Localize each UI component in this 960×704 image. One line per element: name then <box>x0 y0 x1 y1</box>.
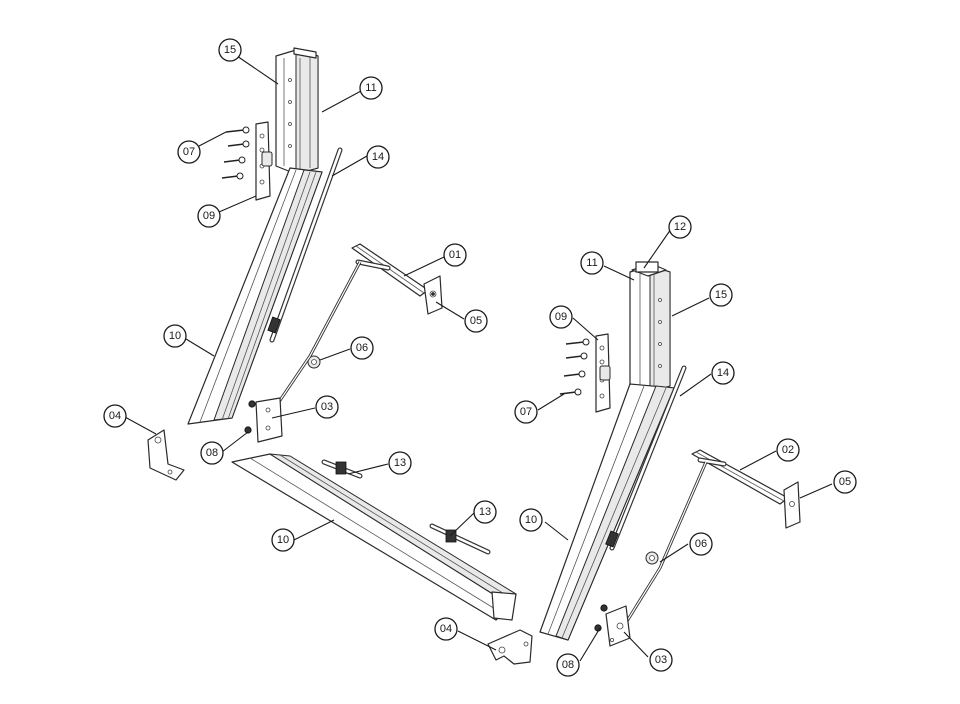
svg-text:04: 04 <box>109 410 121 422</box>
svg-text:08: 08 <box>206 447 218 459</box>
callout-03-right: 03 <box>649 648 673 672</box>
callout-05-right: 05 <box>833 470 857 494</box>
callout-05-left: 05 <box>464 309 488 333</box>
svg-text:15: 15 <box>715 289 727 301</box>
svg-text:09: 09 <box>555 311 567 323</box>
svg-text:08: 08 <box>562 659 574 671</box>
svg-text:11: 11 <box>365 82 376 94</box>
callout-15-right: 15 <box>709 283 733 307</box>
end-plate-05-left <box>423 275 443 315</box>
rail-right <box>539 383 675 641</box>
svg-text:15: 15 <box>224 44 236 56</box>
bracket-plate-right <box>595 333 611 413</box>
knob-06-right <box>645 551 659 565</box>
svg-text:14: 14 <box>717 367 729 379</box>
right-assembly <box>539 261 801 647</box>
left-assembly <box>147 47 443 481</box>
plate-03-right <box>605 605 631 647</box>
callout-08-left: 08 <box>200 441 224 465</box>
callout-14-left: 14 <box>366 145 390 169</box>
svg-text:10: 10 <box>277 534 289 546</box>
end-plate-05-right <box>783 481 801 529</box>
svg-text:01: 01 <box>449 249 461 261</box>
rail-left-upper <box>187 167 323 425</box>
callout-10-right: 10 <box>519 508 543 532</box>
svg-text:12: 12 <box>674 221 686 233</box>
callout-09-right: 09 <box>549 305 573 329</box>
svg-text:05: 05 <box>839 476 851 488</box>
strut-rod-left <box>267 147 343 343</box>
leader-lines <box>124 55 833 662</box>
svg-text:10: 10 <box>169 330 181 342</box>
svg-text:10: 10 <box>525 514 537 526</box>
callout-08-right: 08 <box>556 653 580 677</box>
svg-text:03: 03 <box>321 401 333 413</box>
callout-13-lower: 13 <box>473 500 497 524</box>
callouts: 15 11 07 14 09 01 05 10 06 03 04 08 13 1… <box>103 38 857 677</box>
knob-06-left <box>307 355 321 369</box>
callout-11-right: 11 <box>580 251 604 275</box>
callout-06-right: 06 <box>689 532 713 556</box>
callout-04-center: 04 <box>434 617 458 641</box>
foot-bracket-04-center <box>487 629 533 665</box>
svg-text:07: 07 <box>520 406 532 418</box>
strut-rod-right <box>605 365 687 551</box>
svg-text:09: 09 <box>203 210 215 222</box>
svg-text:11: 11 <box>586 257 597 269</box>
callout-11-left: 11 <box>359 76 383 100</box>
bracket-plate-left <box>255 121 273 201</box>
callout-06-left: 06 <box>350 336 374 360</box>
callout-03-left: 03 <box>315 395 339 419</box>
callout-15-left: 15 <box>218 38 242 62</box>
callout-02: 02 <box>776 438 800 462</box>
svg-text:07: 07 <box>183 146 195 158</box>
svg-text:14: 14 <box>372 151 384 163</box>
callout-04-left: 04 <box>103 404 127 428</box>
callout-07-left: 07 <box>177 140 201 164</box>
svg-text:04: 04 <box>440 623 452 635</box>
pin-13-lower <box>429 523 491 555</box>
upright-post-left <box>275 47 319 175</box>
nuts-08-left <box>244 400 256 434</box>
nuts-08-right <box>594 604 608 632</box>
upright-post-right <box>629 261 671 393</box>
svg-text:06: 06 <box>356 342 368 354</box>
svg-text:13: 13 <box>479 506 491 518</box>
svg-text:03: 03 <box>655 654 667 666</box>
callout-10-center: 10 <box>271 528 295 552</box>
callout-09-left: 09 <box>197 204 221 228</box>
callout-10-left: 10 <box>163 324 187 348</box>
callout-12: 12 <box>668 215 692 239</box>
rail-center <box>231 453 517 621</box>
callout-14-right: 14 <box>711 361 735 385</box>
foot-bracket-04-left <box>147 429 185 481</box>
plate-03-left <box>255 397 283 443</box>
pin-13-upper <box>321 459 363 479</box>
svg-text:05: 05 <box>470 315 482 327</box>
callout-07-right: 07 <box>514 400 538 424</box>
svg-text:02: 02 <box>782 444 794 456</box>
screws-left <box>221 126 250 180</box>
callout-01: 01 <box>443 243 467 267</box>
screws-right <box>559 338 590 396</box>
svg-text:06: 06 <box>695 538 707 550</box>
svg-text:13: 13 <box>394 457 406 469</box>
callout-13-upper: 13 <box>388 451 412 475</box>
center-assembly <box>231 453 533 665</box>
